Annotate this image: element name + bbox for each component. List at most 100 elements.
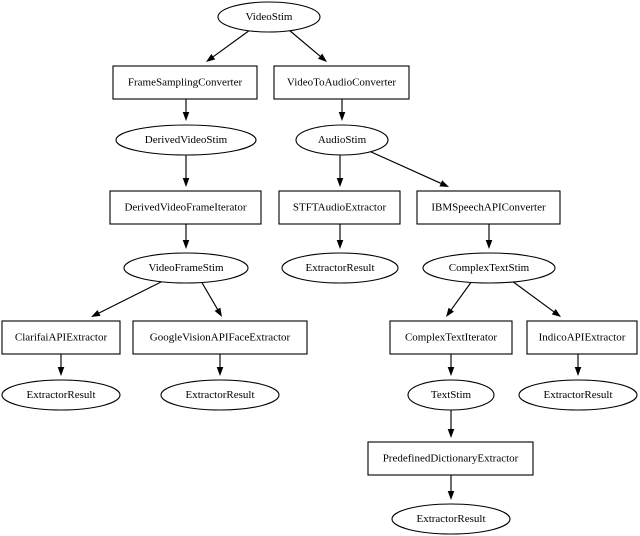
arrowhead-icon [206,54,216,62]
edge-video-stim-to-video-to-audio-converter [288,29,327,62]
node-shape-ellipse [217,1,321,33]
node-video-stim[interactable]: VideoStim [217,1,321,33]
node-shape-ellipse [160,379,280,411]
edge-line [511,280,555,313]
edge-line [212,29,251,58]
edge-stftaudio-extractor-to-extractor-result [336,224,344,249]
edge-text-stim-to-predefined-dictionary-extractor [447,410,455,438]
node-shape-ellipse [422,252,556,284]
arrowhead-icon [216,367,224,376]
node-google-vision-apiface-extractor[interactable]: GoogleVisionAPIFaceExtractor [132,320,308,355]
node-shape-rect [416,190,561,225]
node-ibmspeech-apiconverter[interactable]: IBMSpeechAPIConverter [416,190,561,225]
node-shape-ellipse [518,379,638,411]
node-shape-ellipse [281,252,399,284]
node-predefined-dictionary-extractor[interactable]: PredefinedDictionaryExtractor [367,441,534,476]
arrowhead-icon [551,309,561,317]
arrowhead-icon [336,178,344,187]
node-audio-stim[interactable]: AudioStim [295,124,389,156]
node-label: AudioStim [318,134,367,146]
edge-indico-apiextractor-to-extractor-result [574,354,582,376]
edge-ibmspeech-apiconverter-to-complex-text-stim [485,224,493,249]
node-shape-rect [278,190,401,225]
node-label: FrameSamplingConverter [128,77,243,89]
node-label: STFTAudioExtractor [293,202,387,214]
edge-clarifai-apiextractor-to-extractor-result [57,354,65,376]
node-extractor-result[interactable]: ExtractorResult [391,503,511,535]
node-extractor-result[interactable]: ExtractorResult [160,379,280,411]
node-shape-ellipse [407,379,495,411]
edge-complex-text-stim-to-indico-apiextractor [511,280,561,317]
edge-line [368,150,442,184]
arrowhead-icon [91,310,101,317]
node-shape-ellipse [295,124,389,156]
node-frame-sampling-converter[interactable]: FrameSamplingConverter [112,65,258,100]
node-label: ComplexTextStim [449,262,530,274]
edge-video-to-audio-converter-to-audio-stim [338,99,346,121]
arrowhead-icon [182,112,190,121]
node-text-stim[interactable]: TextStim [407,379,495,411]
node-complex-text-iterator[interactable]: ComplexTextIterator [389,320,513,355]
node-label: GoogleVisionAPIFaceExtractor [150,332,291,344]
edge-complex-text-iterator-to-text-stim [447,354,455,376]
edge-predefined-dictionary-extractor-to-extractor-result [447,475,455,500]
node-label: IBMSpeechAPIConverter [431,202,546,214]
node-shape-ellipse [115,124,257,156]
node-video-to-audio-converter[interactable]: VideoToAudioConverter [273,65,410,100]
arrowhead-icon [447,429,455,438]
node-label: VideoToAudioConverter [287,77,396,89]
edge-video-frame-stim-to-clarifai-apiextractor [91,280,164,317]
edge-line [98,280,164,314]
edge-line [450,280,473,311]
node-derived-video-stim[interactable]: DerivedVideoStim [115,124,257,156]
node-shape-rect [367,441,534,476]
node-shape-rect [389,320,513,355]
node-shape-ellipse [123,252,249,284]
node-extractor-result[interactable]: ExtractorResult [281,252,399,284]
node-label: ExtractorResult [416,513,485,525]
node-label: PredefinedDictionaryExtractor [383,453,519,465]
node-extractor-result[interactable]: ExtractorResult [1,379,121,411]
node-label: ComplexTextIterator [405,332,497,344]
node-shape-rect [1,320,121,355]
node-derived-video-frame-iterator[interactable]: DerivedVideoFrameIterator [109,190,262,225]
node-extractor-result[interactable]: ExtractorResult [518,379,638,411]
node-shape-rect [112,65,258,100]
node-stftaudio-extractor[interactable]: STFTAudioExtractor [278,190,401,225]
edge-line [288,29,321,57]
node-indico-apiextractor[interactable]: IndicoAPIExtractor [526,320,638,355]
arrowhead-icon [182,240,190,249]
node-video-frame-stim[interactable]: VideoFrameStim [123,252,249,284]
edge-derived-video-stim-to-derived-video-frame-iterator [182,155,190,187]
arrowhead-icon [446,307,454,317]
node-shape-rect [273,65,410,100]
arrowhead-icon [338,112,346,121]
edge-frame-sampling-converter-to-derived-video-stim [182,99,190,121]
node-shape-ellipse [1,379,121,411]
arrowhead-icon [182,178,190,187]
edge-derived-video-frame-iterator-to-video-frame-stim [182,224,190,249]
node-label: DerivedVideoFrameIterator [124,202,246,214]
node-label: VideoStim [245,11,292,23]
arrowhead-icon [574,367,582,376]
node-clarifai-apiextractor[interactable]: ClarifaiAPIExtractor [1,320,121,355]
node-label: ExtractorResult [26,389,95,401]
edges-layer [57,29,582,500]
arrowhead-icon [447,367,455,376]
node-label: VideoFrameStim [148,262,224,274]
arrowhead-icon [447,491,455,500]
edge-complex-text-stim-to-complex-text-iterator [446,280,473,317]
node-shape-rect [526,320,638,355]
node-label: ExtractorResult [543,389,612,401]
node-shape-rect [132,320,308,355]
edge-line [200,280,218,310]
arrowhead-icon [439,180,449,187]
node-shape-ellipse [391,503,511,535]
node-complex-text-stim[interactable]: ComplexTextStim [422,252,556,284]
edge-video-frame-stim-to-google-vision-apiface-extractor [200,280,222,317]
node-label: TextStim [431,389,472,401]
edge-audio-stim-to-ibmspeech-apiconverter [368,150,449,187]
node-label: IndicoAPIExtractor [539,332,626,344]
